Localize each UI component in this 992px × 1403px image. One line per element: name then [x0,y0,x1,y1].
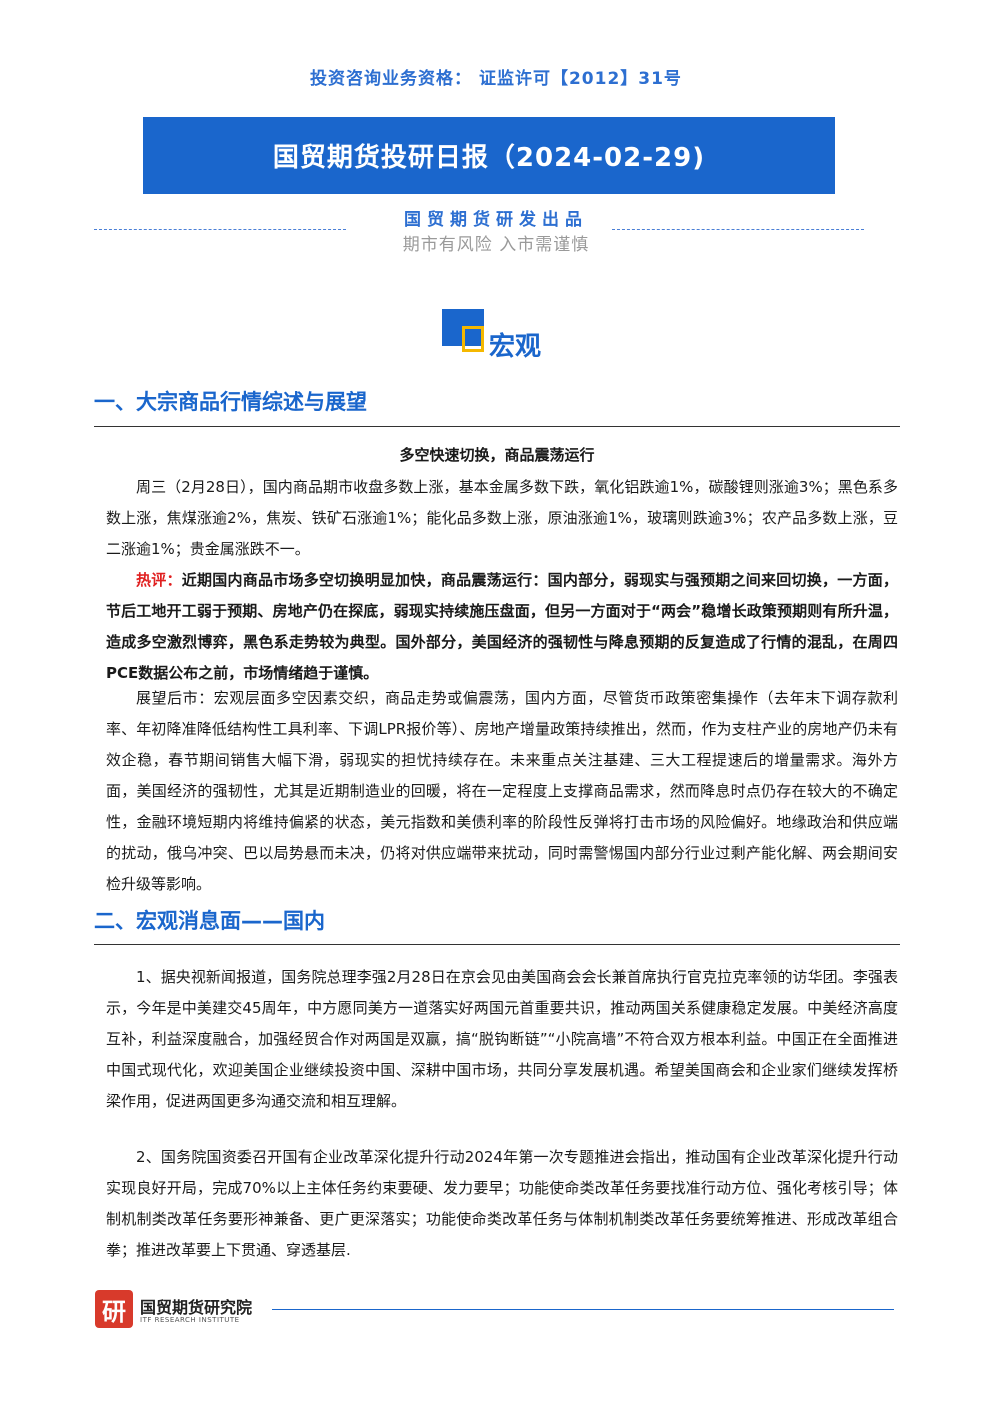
section1-rule [94,426,900,427]
institute-name-en: ITF RESEARCH INSTITUTE [140,1316,240,1324]
section1-subtitle: 多空快速切换，商品震荡运行 [399,446,595,464]
market-summary-paragraph: 周三（2月28日），国内商品期市收盘多数上涨，基本金属多数下跌，氧化铝跌逾1%，… [106,478,898,558]
commentary-paragraph: 热评：近期国内商品市场多空切换明显加快，商品震荡运行：国内部分，弱现实与强预期之… [106,565,898,689]
institute-name: 国贸期货研究院 [140,1298,253,1317]
news-item-1: 1、据央视新闻报道，国务院总理李强2月28日在京会见由美国商会会长兼首席执行官克… [106,968,898,1110]
section-tag-outline-icon [462,326,484,352]
section2-heading: 二、宏观消息面——国内 [94,909,325,933]
risk-warning: 期市有风险 入市需谨慎 [402,235,590,255]
dashed-divider-left [94,229,346,230]
section2-rule [94,944,900,945]
section-tag-label: 宏观 [489,332,542,362]
news-item-2: 2、国务院国资委召开国有企业改革深化提升行动2024年第一次专题推进会指出，推动… [106,1148,898,1259]
footer-rule [272,1309,894,1310]
section1-heading: 一、大宗商品行情综述与展望 [94,390,367,414]
commentary-text: 近期国内商品市场多空切换明显加快，商品震荡运行：国内部分，弱现实与强预期之间来回… [106,571,898,682]
publisher-line: 国贸期货研发出品 [404,210,588,230]
qualification-line: 投资咨询业务资格： 证监许可【2012】31号 [310,69,682,89]
report-title-banner: 国贸期货投研日报（2024-02-29) [143,117,835,194]
dashed-divider-right [612,229,864,230]
commentary-label: 热评： [136,571,182,589]
report-title: 国贸期货投研日报（2024-02-29) [272,143,706,173]
institute-logo-icon: 研 [95,1290,133,1328]
outlook-paragraph: 展望后市：宏观层面多空因素交织，商品走势或偏震荡，国内方面，尽管货币政策密集操作… [106,689,898,893]
